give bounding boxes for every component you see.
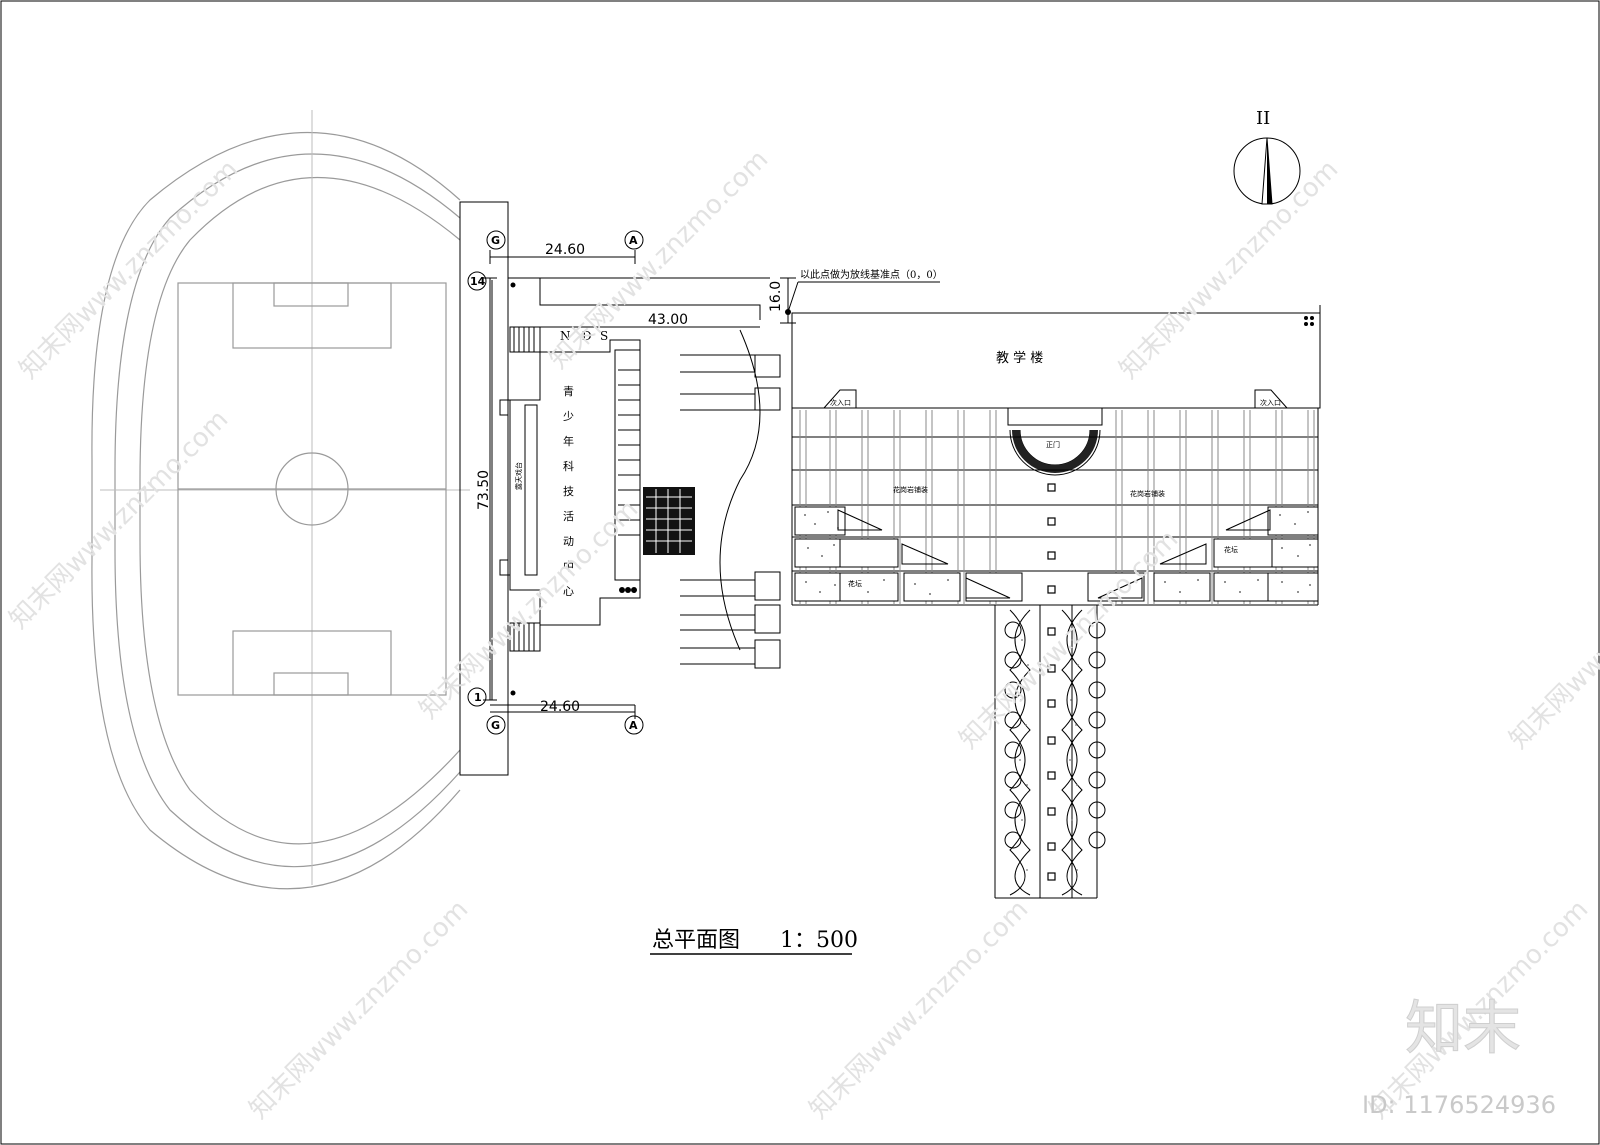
dim-bottom-width: 24.60 bbox=[540, 699, 580, 715]
svg-text:技: 技 bbox=[563, 485, 574, 498]
activity-center-building bbox=[499, 277, 770, 696]
svg-text:中: 中 bbox=[563, 560, 574, 573]
svg-text:知末网www.znzmo.com: 知末网www.znzmo.com bbox=[1114, 154, 1345, 385]
football-field bbox=[177, 282, 447, 696]
dim-left-height: 73.50 bbox=[476, 470, 492, 510]
svg-text:知末网www.znzmo.com: 知末网www.znzmo.com bbox=[4, 404, 235, 635]
dim-stage-offset: 43.00 bbox=[648, 312, 688, 328]
letter-n: N bbox=[560, 329, 571, 343]
stair-bottom bbox=[509, 622, 541, 652]
secondary-entrance-right: 次入口 bbox=[1260, 398, 1281, 407]
activity-center-label: 青 少 年 科 技 活 动 中 心 bbox=[563, 385, 574, 598]
entrance-avenue bbox=[994, 605, 1106, 899]
letter-s: S bbox=[600, 329, 608, 343]
axis-1: 1 bbox=[474, 691, 482, 704]
svg-text:心: 心 bbox=[563, 585, 574, 598]
front-plaza bbox=[791, 407, 1319, 606]
axis-a-top: A bbox=[629, 234, 638, 247]
stage-label: 露天戏台 bbox=[514, 462, 523, 490]
svg-text:知末网www.znzmo.com: 知末网www.znzmo.com bbox=[1504, 524, 1600, 755]
granite-paving-right: 花岗岩铺装 bbox=[1130, 489, 1165, 498]
teaching-building bbox=[791, 305, 1321, 476]
svg-text:活: 活 bbox=[563, 510, 574, 523]
north-mark: II bbox=[1256, 108, 1270, 129]
stair-top bbox=[509, 326, 541, 353]
svg-text:少: 少 bbox=[563, 410, 574, 423]
stage-bars bbox=[618, 369, 640, 536]
axis-bubbles bbox=[467, 230, 644, 735]
svg-text:科: 科 bbox=[563, 459, 574, 473]
secondary-entrance-left: 次入口 bbox=[830, 398, 851, 407]
datum-point-leader bbox=[785, 281, 940, 315]
dim-setback: 16.0 bbox=[768, 281, 784, 312]
running-track bbox=[91, 110, 470, 890]
svg-text:知末网www.znzmo.com: 知末网www.znzmo.com bbox=[544, 144, 775, 375]
parking-area bbox=[680, 329, 781, 669]
svg-text:知末网www.znzmo.com: 知末网www.znzmo.com bbox=[14, 154, 245, 385]
axis-14: 14 bbox=[470, 275, 486, 288]
drawing-title: 总平面图 bbox=[652, 928, 740, 953]
north-arrow bbox=[1233, 137, 1301, 205]
svg-text:知末网www.znzmo.com: 知末网www.znzmo.com bbox=[954, 524, 1185, 755]
dimension-lines bbox=[483, 250, 796, 719]
axis-a-bottom: A bbox=[629, 719, 638, 732]
drawing-scale: 1：500 bbox=[780, 928, 858, 953]
flower-bed-right: 花坛 bbox=[1224, 545, 1238, 554]
seating-block bbox=[643, 487, 695, 555]
svg-text:青: 青 bbox=[563, 385, 574, 398]
letter-d: D bbox=[582, 329, 592, 343]
datum-point-label: 以此点做为放线基准点（0，0） bbox=[800, 268, 943, 281]
svg-text:动: 动 bbox=[563, 535, 574, 548]
main-gate-label: 正门 bbox=[1046, 440, 1060, 449]
flower-bed-left: 花坛 bbox=[848, 579, 862, 588]
svg-text:知末网www.znzmo.com: 知末网www.znzmo.com bbox=[414, 494, 645, 725]
granite-paving-left: 花岗岩铺装 bbox=[893, 485, 928, 494]
svg-text:年: 年 bbox=[563, 434, 574, 448]
svg-text:知末网www.znzmo.com: 知末网www.znzmo.com bbox=[244, 894, 475, 1125]
watermark-layer: 知末网www.znzmo.com 知末网www.znzmo.com 知末网www… bbox=[4, 144, 1600, 1125]
watermark-id: ID: 1176524936 bbox=[1362, 1091, 1556, 1119]
dim-top-width: 24.60 bbox=[545, 242, 585, 258]
axis-g-bottom: G bbox=[491, 719, 500, 732]
axis-g-top: G bbox=[491, 234, 500, 247]
teaching-building-label: 教 学 楼 bbox=[996, 350, 1043, 366]
watermark-logo: 知末 bbox=[1405, 994, 1521, 1062]
